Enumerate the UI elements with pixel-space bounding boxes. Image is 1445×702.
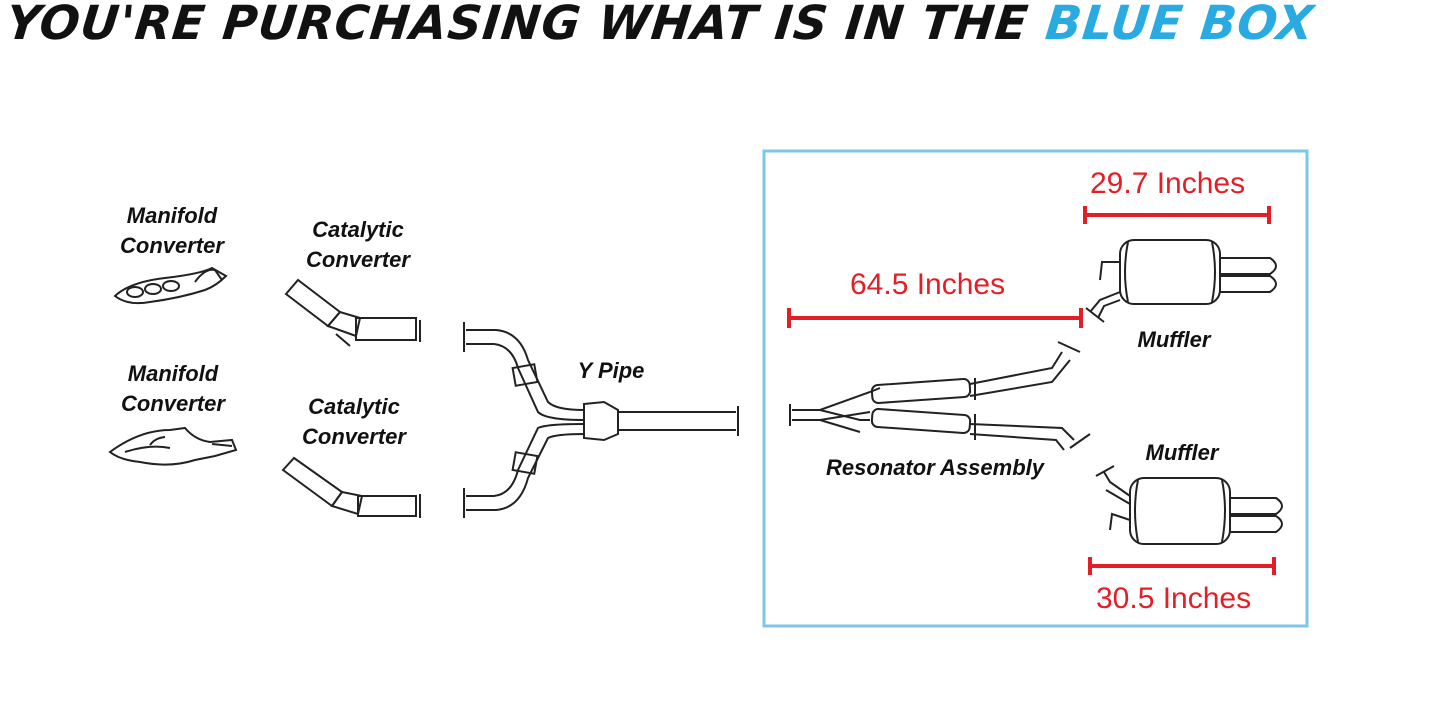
manifold-converter-bottom-label: Manifold Converter bbox=[121, 361, 225, 416]
blue-box bbox=[762, 149, 1309, 628]
y-pipe-drawing bbox=[463, 322, 739, 518]
measurement-resonator-length: 64.5 Inches bbox=[850, 268, 1006, 301]
measure-bar-muffler-bottom bbox=[1088, 557, 1276, 575]
measure-bar-resonator bbox=[787, 308, 1083, 328]
muffler-top-label: Muffler bbox=[1137, 327, 1211, 352]
measurement-muffler-bottom-length: 30.5 Inches bbox=[1096, 582, 1252, 615]
manifold-converter-bottom-drawing bbox=[108, 426, 238, 466]
y-pipe-label: Y Pipe bbox=[577, 358, 645, 383]
measure-bar-muffler-top bbox=[1083, 206, 1271, 224]
catalytic-converter-top-drawing bbox=[284, 278, 421, 347]
resonator-assembly-label: Resonator Assembly bbox=[825, 455, 1045, 480]
catalytic-converter-top-label: Catalytic Converter bbox=[306, 217, 410, 272]
manifold-converter-top-drawing bbox=[113, 266, 228, 305]
catalytic-converter-bottom-label: Catalytic Converter bbox=[302, 394, 406, 449]
muffler-top-drawing bbox=[1085, 239, 1277, 323]
muffler-bottom-label: Muffler bbox=[1145, 440, 1219, 465]
manifold-converter-top-label: Manifold Converter bbox=[120, 203, 224, 258]
catalytic-converter-bottom-drawing bbox=[281, 456, 421, 518]
measurement-muffler-top-length: 29.7 Inches bbox=[1090, 167, 1246, 200]
resonator-assembly-drawing bbox=[789, 341, 1091, 451]
muffler-bottom-drawing bbox=[1095, 465, 1283, 545]
